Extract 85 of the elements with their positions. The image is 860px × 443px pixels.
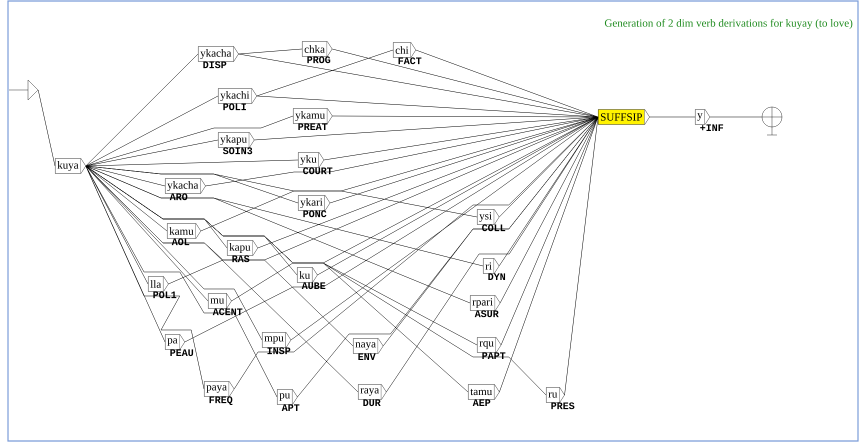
connector xyxy=(564,116,598,396)
connector xyxy=(86,116,294,166)
state-box: tamu xyxy=(468,384,500,400)
box-caption: AEP xyxy=(472,399,490,406)
box-caption: ACENT xyxy=(212,308,242,316)
state-box: rqu xyxy=(477,337,502,353)
final-state xyxy=(762,106,782,136)
connector xyxy=(86,140,218,166)
state-box: ykacha xyxy=(198,46,239,62)
connector xyxy=(297,116,598,398)
state-box: SUFFSIP xyxy=(598,109,650,125)
state-box: chi xyxy=(393,42,416,58)
connector xyxy=(168,116,598,284)
state-box: ku xyxy=(297,267,318,283)
box-caption: POLI xyxy=(223,103,246,110)
state-box: kapu xyxy=(227,240,258,256)
connector xyxy=(238,48,302,54)
box-caption: SOIN3 xyxy=(222,147,252,154)
box-caption: PROG xyxy=(307,56,330,64)
box-caption: COURT xyxy=(303,167,332,174)
box-caption: DYN xyxy=(488,273,506,280)
connector xyxy=(86,166,204,390)
connector xyxy=(86,166,546,396)
title: Generation of 2 dim verb derivations for kuyay (to love) xyxy=(604,18,852,30)
state-box: mu xyxy=(208,293,232,309)
box-caption: POL1 xyxy=(153,291,176,298)
connector xyxy=(290,116,598,340)
connector xyxy=(238,54,598,118)
box-caption: DISP xyxy=(203,61,226,68)
state-box: chka xyxy=(302,41,332,57)
state-box: ykachi xyxy=(218,88,257,104)
connector xyxy=(86,166,358,392)
connector xyxy=(86,166,166,186)
state-box: yku xyxy=(298,152,324,168)
state-box: ykamu xyxy=(293,108,333,124)
state-box: raya xyxy=(358,384,387,400)
box-caption: PEAU xyxy=(170,349,194,356)
initial-state xyxy=(8,80,38,100)
box-caption: ENV xyxy=(358,353,376,360)
state-box: ysi xyxy=(477,209,500,225)
connector xyxy=(86,166,478,218)
state-box: pa xyxy=(165,334,185,350)
connector xyxy=(86,96,218,166)
state-box: ri xyxy=(483,258,500,274)
box-caption: PREAT xyxy=(298,123,328,130)
connector xyxy=(86,54,198,166)
connector xyxy=(38,90,56,166)
connector xyxy=(416,50,598,118)
box-caption: PONC xyxy=(303,210,326,218)
connector xyxy=(649,116,696,118)
state-box: kuya xyxy=(55,158,86,174)
state-box: kamu xyxy=(167,223,202,239)
state-box: ru xyxy=(546,387,565,403)
state-box: y xyxy=(695,109,710,125)
state-box: ykacha xyxy=(165,178,206,194)
connector xyxy=(86,166,278,398)
state-box: pu xyxy=(277,389,298,405)
connector xyxy=(256,50,394,96)
box-caption: APT xyxy=(282,404,300,411)
box-caption: AUBE xyxy=(302,282,326,290)
box-caption: PRES xyxy=(551,402,574,410)
box-caption: ASUR xyxy=(474,310,499,318)
state-box: naya xyxy=(353,338,384,354)
state-box: mpu xyxy=(262,332,292,348)
connector xyxy=(86,166,470,304)
connector xyxy=(710,116,762,118)
box-caption: INSP xyxy=(267,347,290,354)
box-caption: +INF xyxy=(700,124,724,131)
box-caption: DUR xyxy=(363,399,381,406)
connector xyxy=(234,116,598,390)
state-box: lla xyxy=(148,276,169,292)
state-box: rpari xyxy=(470,295,500,311)
connector xyxy=(332,116,598,118)
state-box: paya xyxy=(204,381,234,397)
connector xyxy=(499,116,598,392)
box-caption: PAPT xyxy=(482,352,506,359)
state-box: ykapu xyxy=(218,132,254,148)
connector xyxy=(200,116,598,232)
connector xyxy=(386,116,598,392)
box-caption: FACT xyxy=(398,57,422,64)
state-box: ykari xyxy=(298,195,330,211)
connector xyxy=(184,116,598,342)
connector xyxy=(254,116,598,140)
connector xyxy=(86,160,298,166)
box-caption: FREQ xyxy=(210,396,232,406)
